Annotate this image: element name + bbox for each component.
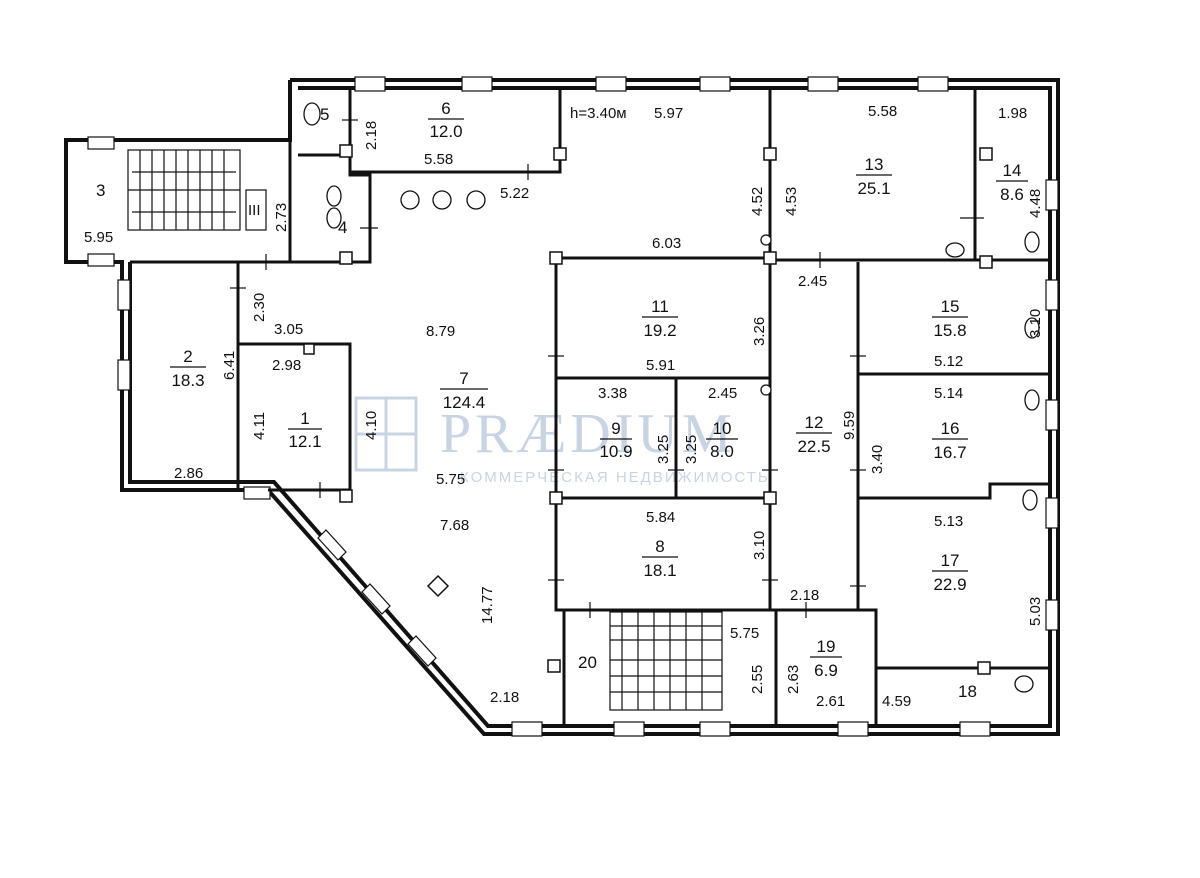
dim-label: 3.40 xyxy=(869,445,886,474)
room-7-number: 7 xyxy=(459,369,468,388)
stair-3: III xyxy=(127,149,267,231)
room-1-number: 1 xyxy=(300,409,309,428)
dim-label: 4.59 xyxy=(882,693,911,710)
dim-label: 5.75 xyxy=(730,625,759,642)
dim-label: 3.26 xyxy=(751,317,768,346)
dim-label: 2.18 xyxy=(363,121,380,150)
room-12-area: 22.5 xyxy=(797,437,830,456)
dim-label: 4.52 xyxy=(749,187,766,216)
dim-label: 5.75 xyxy=(436,471,465,488)
dim-label: 2.98 xyxy=(272,357,301,374)
dim-label: 2.45 xyxy=(708,385,737,402)
dim-label: 5.13 xyxy=(934,513,963,530)
dim-label: 9.59 xyxy=(841,411,858,440)
stair-20 xyxy=(609,611,723,711)
dim-label: 7.68 xyxy=(440,517,469,534)
door-marks xyxy=(230,119,984,618)
dim-label: 14.77 xyxy=(479,586,496,624)
dim-label: 2.73 xyxy=(273,203,290,232)
dim-label: 5.97 xyxy=(654,105,683,122)
room-10-area: 8.0 xyxy=(710,442,734,461)
room-6-number: 6 xyxy=(441,99,450,118)
room-11-number: 11 xyxy=(651,297,669,316)
room-2-number: 2 xyxy=(183,347,192,366)
room-13-area: 25.1 xyxy=(857,179,890,198)
dim-label: 5.95 xyxy=(84,229,113,246)
dim-label: 3.25 xyxy=(655,435,672,464)
dim-label: 2.55 xyxy=(749,665,766,694)
watermark-subtitle: КОММЕРЧЕСКАЯ НЕДВИЖИМОСТЬ xyxy=(460,469,770,486)
stair-label: III xyxy=(248,202,261,219)
dim-label: 3.38 xyxy=(598,385,627,402)
dim-label: 2.45 xyxy=(798,273,827,290)
watermark: PRÆDIUM КОММЕРЧЕСКАЯ НЕДВИЖИМОСТЬ xyxy=(354,396,770,486)
dim-label: 3.05 xyxy=(274,321,303,338)
dim-label: 2.63 xyxy=(785,665,802,694)
dim-label: 5.03 xyxy=(1027,597,1044,626)
room-labels: 3 4 5 6 12.0 2 18.3 1 12.1 7 124.4 11 19… xyxy=(96,99,1028,701)
room-14-number: 14 xyxy=(1003,161,1022,180)
dim-label: 5.84 xyxy=(646,509,675,526)
room-13-number: 13 xyxy=(865,155,884,174)
room-16-area: 16.7 xyxy=(933,443,966,462)
dim-label: 5.58 xyxy=(424,151,453,168)
dim-label: 2.18 xyxy=(490,689,519,706)
room-4-number: 4 xyxy=(338,218,347,237)
dim-label: 2.18 xyxy=(790,587,819,604)
dim-label: 3.10 xyxy=(1027,309,1044,338)
dim-label: 6.41 xyxy=(221,351,238,380)
room-3-number: 3 xyxy=(96,181,105,200)
dim-label: 2.61 xyxy=(816,693,845,710)
room-5-number: 5 xyxy=(320,105,329,124)
dim-label: 4.11 xyxy=(251,412,268,440)
room-9-area: 10.9 xyxy=(599,442,632,461)
room-6-area: 12.0 xyxy=(429,122,462,141)
dim-label: 2.86 xyxy=(174,465,203,482)
dim-label: 3.10 xyxy=(751,531,768,560)
windows xyxy=(87,76,1059,737)
dim-label: 2.30 xyxy=(251,293,268,322)
dim-label: 4.10 xyxy=(363,411,380,440)
columns xyxy=(303,144,993,675)
dimension-labels: 5.95 2.73 2.18 5.58 5.22 5.97 4.52 4.53 … xyxy=(84,103,1044,710)
room-20-number: 20 xyxy=(578,653,597,672)
room-10-number: 10 xyxy=(713,419,732,438)
room-18-number: 18 xyxy=(958,682,977,701)
room-16-number: 16 xyxy=(941,419,960,438)
room-19-area: 6.9 xyxy=(814,661,838,680)
dim-label: 1.98 xyxy=(998,105,1027,122)
dim-label: 5.91 xyxy=(646,357,675,374)
dim-label: 4.53 xyxy=(783,187,800,216)
room-1-area: 12.1 xyxy=(288,432,321,451)
dim-label: 4.48 xyxy=(1027,189,1044,218)
fixtures xyxy=(303,102,1040,693)
room-17-number: 17 xyxy=(941,551,960,570)
room-12-number: 12 xyxy=(805,413,824,432)
room-2-area: 18.3 xyxy=(171,371,204,390)
dim-label: 3.25 xyxy=(683,435,700,464)
room-19-number: 19 xyxy=(817,637,836,656)
room-8-area: 18.1 xyxy=(643,561,676,580)
room-17-area: 22.9 xyxy=(933,575,966,594)
ceiling-height-label: h=3.40м xyxy=(570,105,627,122)
room-7-area: 124.4 xyxy=(443,393,486,412)
watermark-name: PRÆDIUM xyxy=(440,403,736,465)
dim-label: 5.22 xyxy=(500,185,529,202)
room-11-area: 19.2 xyxy=(643,321,676,340)
room-9-number: 9 xyxy=(611,419,620,438)
room-15-number: 15 xyxy=(941,297,960,316)
dim-label: 5.14 xyxy=(934,385,963,402)
room-8-number: 8 xyxy=(655,537,664,556)
dim-label: 5.58 xyxy=(868,103,897,120)
room-15-area: 15.8 xyxy=(933,321,966,340)
dim-label: 6.03 xyxy=(652,235,681,252)
dim-label: 5.12 xyxy=(934,353,963,370)
dim-label: 8.79 xyxy=(426,323,455,340)
room-14-area: 8.6 xyxy=(1000,185,1024,204)
